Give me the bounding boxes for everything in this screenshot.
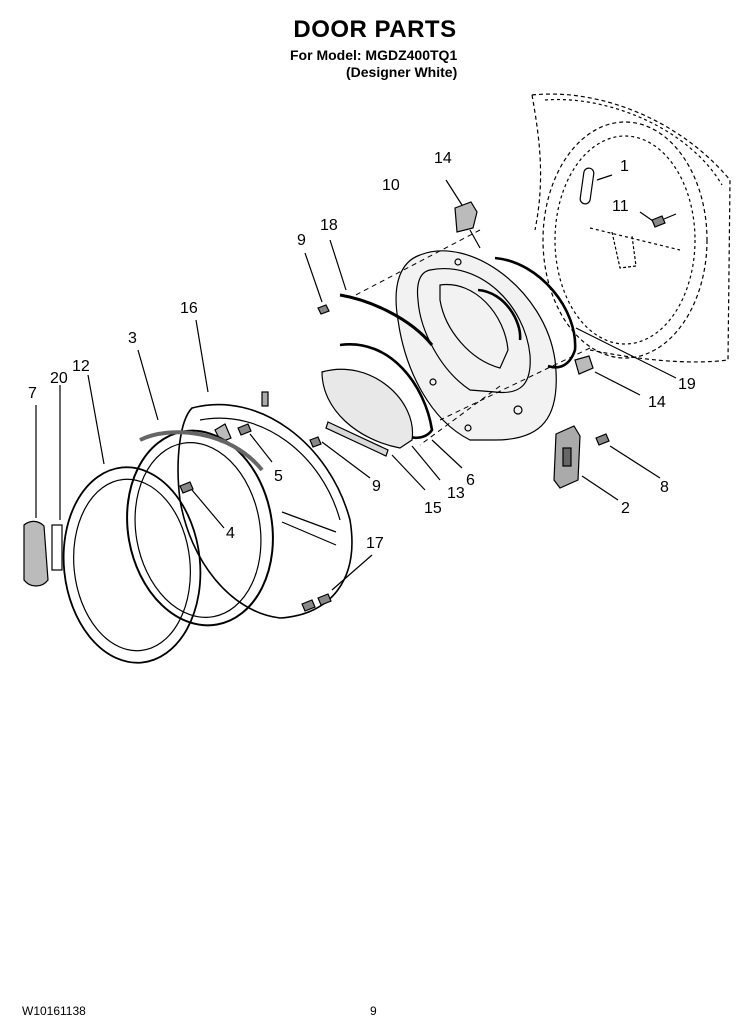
callout-4: 4 [226,525,235,542]
callout-12: 12 [72,358,90,375]
latch-strip-part-18 [329,239,434,346]
screw-part-9-upper [304,252,330,315]
callout-5: 5 [274,468,283,485]
callout-16: 16 [180,300,198,317]
assembly-lines [349,229,591,446]
door-handle-part-7 [23,405,49,587]
screw-part-5 [237,423,273,463]
callout-19: 19 [678,376,696,393]
document-number: W10161138 [22,1004,86,1018]
door-frame-part-3 [126,349,274,627]
screw-part-8 [595,433,661,479]
door-seal-part-19 [477,256,677,379]
label-part-20 [51,385,63,571]
page-title: DOOR PARTS [293,16,457,43]
hinge-bracket-part-14-upper [445,179,481,249]
callout-6: 6 [466,472,475,489]
callout-9-upper: 9 [297,232,306,249]
callout-8: 8 [660,479,669,496]
color-line: (Designer White) [346,64,458,80]
callout-20: 20 [50,370,68,387]
screw-part-11 [639,211,677,228]
door-liner-part-16 [177,319,353,619]
callout-3: 3 [128,330,137,347]
cabinet-front-panel [531,93,731,363]
inner-door-panel-part-10 [395,250,557,441]
callout-1: 1 [620,158,629,175]
callout-18: 18 [320,217,338,234]
hinge-slot-part-1 [579,167,613,205]
screw-part-4 [179,481,225,529]
callout-14-upper: 14 [434,150,452,167]
callout-2: 2 [621,500,630,517]
screw-part-17 [301,554,373,612]
outer-door-ring-part-12 [62,374,202,664]
callout-15: 15 [424,500,442,517]
model-line: For Model: MGDZ400TQ1 [290,47,458,63]
inner-glass-part-13 [321,368,441,481]
hinge-bracket-part-14-lower [574,355,641,396]
strip-part-15 [325,421,426,491]
callout-13: 13 [447,485,465,502]
door-hinge-part-2 [553,425,619,501]
callout-10: 10 [382,177,400,194]
callout-14-lower: 14 [648,394,666,411]
screw-part-9-lower [309,436,371,479]
callout-17: 17 [366,535,384,552]
callout-7: 7 [28,385,37,402]
page-number: 9 [370,1004,377,1018]
callout-11: 11 [612,198,629,215]
callout-9-lower: 9 [372,478,381,495]
